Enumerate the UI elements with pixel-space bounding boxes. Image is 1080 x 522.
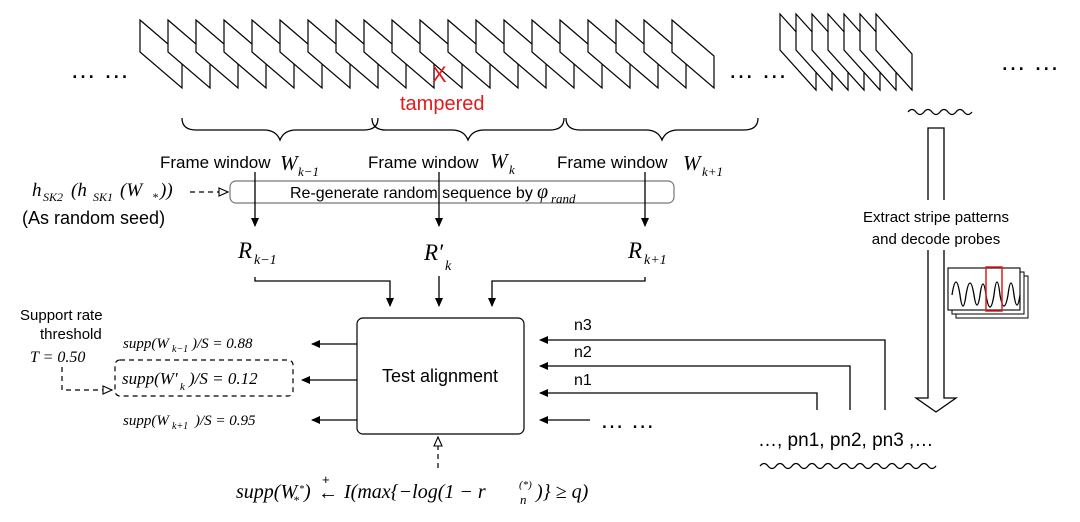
svg-text:*: * bbox=[152, 190, 158, 204]
r3-to-test bbox=[488, 277, 646, 307]
svg-text:k−1: k−1 bbox=[172, 344, 188, 355]
frame-stack-right bbox=[779, 12, 913, 92]
regen-label: Re-generate random sequence by φ rand bbox=[290, 181, 576, 206]
r-label-3: R k+1 bbox=[627, 238, 667, 268]
r-label-2: R′ k bbox=[423, 240, 452, 274]
highlight-row-box bbox=[114, 359, 294, 397]
svg-text:Frame window: Frame window bbox=[368, 153, 479, 172]
svg-text:k: k bbox=[180, 381, 186, 393]
support-formula: supp(W * * ) ← + I(max{−log(1 − r n (*) … bbox=[236, 472, 589, 507]
svg-text:*: * bbox=[299, 484, 304, 495]
r-label-1: R k−1 bbox=[237, 238, 277, 268]
test-alignment-box bbox=[356, 317, 525, 435]
window-label-3: Frame window W k+1 bbox=[557, 151, 723, 179]
brace-window-3 bbox=[565, 117, 759, 142]
svg-text:n: n bbox=[520, 492, 527, 507]
svg-text:W: W bbox=[490, 149, 510, 173]
svg-text:Frame window: Frame window bbox=[557, 153, 668, 172]
svg-text:R: R bbox=[627, 238, 642, 263]
probe-sequence-wave bbox=[759, 462, 937, 470]
svg-text:(W: (W bbox=[120, 180, 144, 201]
svg-text:k+1: k+1 bbox=[644, 253, 667, 268]
r1-to-test bbox=[254, 277, 394, 307]
svg-text:k−1: k−1 bbox=[254, 253, 277, 268]
svg-text:)} ≥ q): )} ≥ q) bbox=[535, 481, 589, 503]
svg-text:)/S = 0.12: )/S = 0.12 bbox=[188, 369, 258, 388]
svg-text:k+1: k+1 bbox=[172, 421, 188, 432]
window-label-2: Frame window W k bbox=[368, 149, 515, 177]
svg-text:k−1: k−1 bbox=[298, 164, 319, 179]
svg-text:k: k bbox=[509, 162, 515, 177]
svg-text:supp(W′: supp(W′ bbox=[122, 369, 178, 388]
support-threshold: T = 0.50 bbox=[30, 349, 85, 366]
extract-line-2: and decode probes bbox=[872, 231, 1000, 248]
svg-text:supp(W: supp(W bbox=[123, 413, 170, 429]
ellipsis-left: … … bbox=[70, 54, 129, 84]
video-frame bbox=[875, 12, 913, 92]
right-stack-wave bbox=[907, 108, 973, 116]
svg-text:I(max{−log(1 − r: I(max{−log(1 − r bbox=[343, 481, 486, 503]
svg-text:R: R bbox=[237, 238, 252, 263]
svg-text:)/S = 0.95: )/S = 0.95 bbox=[194, 413, 256, 429]
svg-text:(*): (*) bbox=[519, 479, 532, 491]
probe-n3-line bbox=[539, 336, 886, 410]
svg-text:)/S = 0.88: )/S = 0.88 bbox=[191, 336, 253, 352]
window-label-1: Frame window W k−1 bbox=[160, 151, 319, 179]
brace-window-1 bbox=[181, 117, 379, 142]
support-label-2: threshold bbox=[40, 326, 102, 343]
test-alignment-label: Test alignment bbox=[382, 366, 498, 386]
svg-text:W: W bbox=[683, 151, 703, 175]
svg-text:)): )) bbox=[159, 180, 173, 201]
probe-n1-line bbox=[539, 389, 818, 410]
regen-bar bbox=[229, 180, 675, 204]
svg-text:supp(W: supp(W bbox=[123, 336, 170, 352]
svg-text:SK2: SK2 bbox=[43, 190, 63, 204]
svg-text:k+1: k+1 bbox=[702, 164, 723, 179]
ellipsis-right: … … bbox=[1000, 46, 1059, 76]
svg-text:k: k bbox=[445, 259, 452, 274]
svg-text:supp(W: supp(W bbox=[236, 481, 299, 503]
svg-text:Frame window: Frame window bbox=[160, 153, 271, 172]
seed-note: (As random seed) bbox=[22, 208, 165, 228]
tamper-mark: X bbox=[432, 62, 447, 87]
probe-n3-label: n3 bbox=[574, 317, 592, 334]
video-frame bbox=[671, 18, 715, 90]
svg-text:SK1: SK1 bbox=[93, 190, 113, 204]
extract-line-1: Extract stripe patterns bbox=[863, 209, 1009, 226]
support-row-1: supp(W k−1 )/S = 0.88 bbox=[123, 336, 253, 355]
brace-window-2 bbox=[371, 117, 565, 142]
svg-text:rand: rand bbox=[551, 191, 576, 206]
svg-text:R′: R′ bbox=[423, 240, 444, 265]
svg-text:): ) bbox=[303, 481, 311, 503]
tamper-label: tampered bbox=[400, 93, 485, 115]
seed-formula: h SK2 (h SK1 (W * )) bbox=[32, 180, 173, 204]
ellipsis-mid: … … bbox=[728, 54, 787, 84]
stripe-pattern-thumbnail bbox=[947, 266, 1029, 319]
svg-text:φ: φ bbox=[537, 181, 548, 203]
probe-sequence: …, pn1, pn2, pn3 ,… bbox=[758, 430, 933, 451]
svg-text:+: + bbox=[322, 472, 330, 487]
probe-n2-line bbox=[539, 362, 851, 410]
probe-n2-label: n2 bbox=[574, 344, 592, 361]
probe-n1-label: n1 bbox=[574, 372, 592, 389]
svg-text:W: W bbox=[280, 151, 300, 175]
svg-text:Re-generate random sequence b: Re-generate random sequence by bbox=[290, 185, 533, 202]
svg-text:h: h bbox=[32, 180, 42, 201]
probe-dots: … … bbox=[600, 407, 655, 434]
extract-hollow-arrow bbox=[913, 127, 959, 413]
support-row-3: supp(W k+1 )/S = 0.95 bbox=[123, 413, 256, 432]
svg-text:←: ← bbox=[318, 482, 338, 504]
svg-text:*: * bbox=[293, 493, 299, 507]
frame-stack-left bbox=[139, 18, 715, 90]
support-label-1: Support rate bbox=[20, 307, 103, 324]
support-row-2: supp(W′ k )/S = 0.12 bbox=[122, 369, 258, 393]
threshold-arrow bbox=[61, 367, 114, 395]
svg-text:(h: (h bbox=[71, 180, 87, 201]
